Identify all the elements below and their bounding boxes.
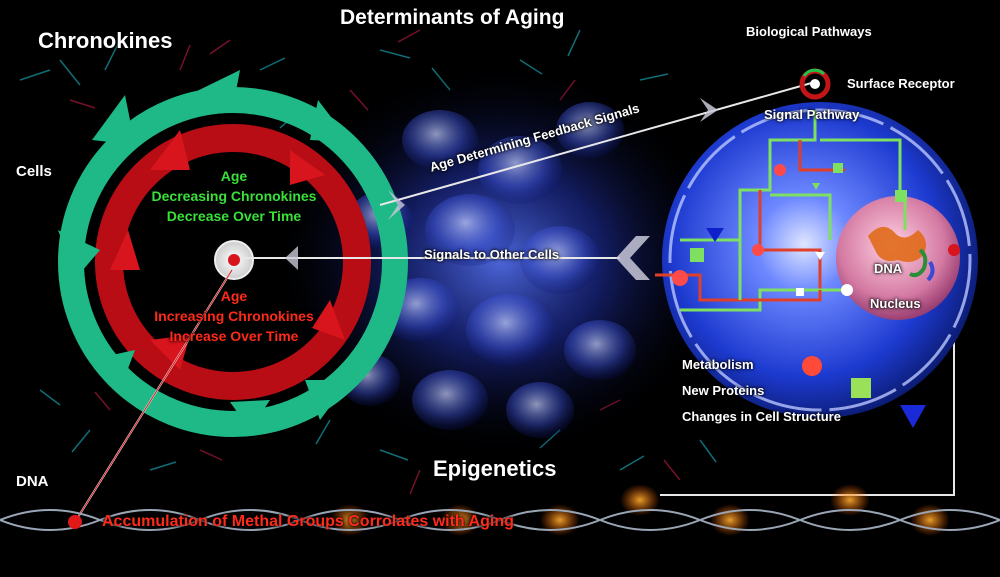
green-text-line-2: Decreasing Chronokines <box>151 188 317 204</box>
nucleus-label: Nucleus <box>870 296 921 311</box>
surface-receptor-icon <box>799 68 831 100</box>
red-ring <box>95 124 371 400</box>
surface-receptor-label: Surface Receptor <box>847 76 955 91</box>
chronokines-label: Chronokines <box>38 28 173 53</box>
signals-to-other-cells-label: Signals to Other Cells <box>424 247 560 262</box>
increasing-chronokines-text: Age Increasing Chronokines Increase Over… <box>124 286 344 346</box>
signal-pathway-label: Signal Pathway <box>764 107 860 122</box>
green-arrowheads <box>58 70 350 430</box>
red-arrowheads <box>110 130 345 370</box>
dna-protein-structure <box>868 226 935 282</box>
red-text-line-2: Increasing Chronokines <box>154 308 314 324</box>
cells-label: Cells <box>16 163 52 180</box>
epigenetics-label: Epigenetics <box>433 456 557 481</box>
red-circle-icon <box>802 356 822 376</box>
legend-new-proteins-label: New Proteins <box>682 383 765 398</box>
red-text-line-1: Age <box>220 288 248 304</box>
legend-metabolism-label: Metabolism <box>682 357 754 372</box>
red-text-line-3: Increase Over Time <box>169 328 299 344</box>
nucleus-dna-label: DNA <box>874 261 903 276</box>
legend-icons <box>802 356 926 428</box>
green-text-line-1: Age <box>220 168 248 184</box>
dna-left-label: DNA <box>16 473 49 490</box>
blue-triangle-icon <box>900 405 926 428</box>
page-title: Determinants of Aging <box>340 6 565 29</box>
chronokine-cycle <box>58 70 408 437</box>
biological-pathways-label: Biological Pathways <box>746 24 872 39</box>
legend-cell-structure-label: Changes in Cell Structure <box>682 409 841 424</box>
green-square-icon <box>851 378 871 398</box>
dna-strand <box>0 484 1000 536</box>
green-text-line-3: Decrease Over Time <box>166 208 302 224</box>
signal-pathway-nodes <box>672 163 907 296</box>
decreasing-chronokines-text: Age Decreasing Chronokines Decrease Over… <box>124 166 344 226</box>
methyl-groups-label: Accumulation of Methal Groups Corrolates… <box>102 513 514 530</box>
